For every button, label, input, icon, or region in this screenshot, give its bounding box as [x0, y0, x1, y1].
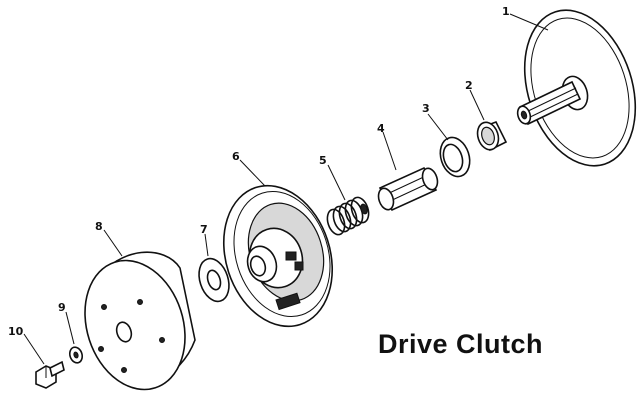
callout-9: 9 [58, 301, 66, 314]
callout-3: 3 [422, 102, 430, 115]
part-2-bushing [476, 120, 508, 152]
part-9-small-washer [68, 346, 84, 364]
part-4-hex-sleeve [377, 166, 439, 212]
callout-2: 2 [465, 79, 473, 92]
leader-lines [23, 13, 549, 365]
callout-6: 6 [232, 150, 240, 163]
part-6-movable-sheave [222, 184, 334, 328]
callout-7: 7 [200, 223, 208, 236]
callout-4: 4 [377, 122, 385, 135]
part-3-washer [439, 136, 471, 178]
callout-5: 5 [319, 154, 327, 167]
callouts: 1 2 3 4 5 6 7 8 9 10 [8, 5, 510, 338]
part-5-spring [326, 196, 370, 236]
callout-10: 10 [8, 325, 24, 338]
callout-1: 1 [502, 5, 510, 18]
part-8-cover [84, 251, 196, 391]
callout-8: 8 [95, 220, 103, 233]
part-1-fixed-sheave [516, 9, 637, 167]
part-10-bolt [35, 360, 65, 389]
part-7-thrust-washer [198, 257, 230, 303]
diagram-title: Drive Clutch [378, 329, 544, 359]
